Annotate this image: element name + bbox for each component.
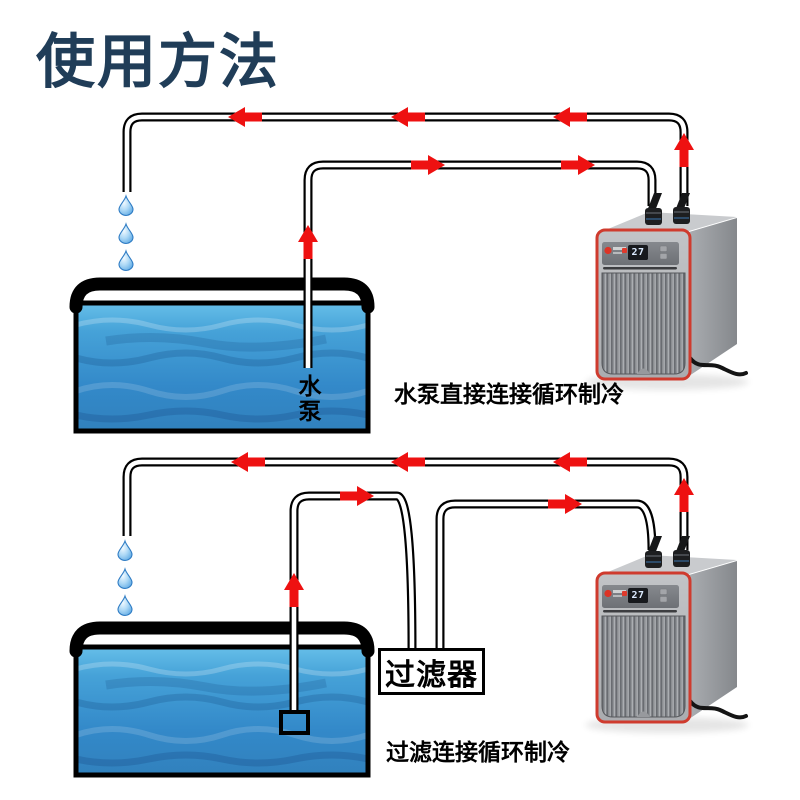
diagram2-caption: 过滤连接循环制冷: [386, 739, 570, 765]
page-title: 使用方法: [36, 29, 281, 95]
flow-arrow-left-icon: [228, 107, 262, 127]
pump-label: 水泵: [295, 374, 321, 424]
flow-arrow-right-icon: [411, 155, 445, 175]
water-drop-icon: [118, 195, 134, 216]
pipe-filter-to-chiller: [435, 499, 657, 649]
pipe-supply-top: [303, 160, 657, 368]
flow-arrow-up-icon: [674, 478, 694, 512]
flow-arrow-left-icon: [553, 107, 587, 127]
flow-arrow-right-icon: [548, 494, 582, 514]
flow-arrow-left-icon: [391, 452, 425, 472]
flow-arrow-right-icon: [561, 155, 595, 175]
water-chiller: [585, 193, 749, 390]
temperature-display: 27: [628, 589, 648, 603]
flow-arrow-left-icon: [553, 452, 587, 472]
flow-arrow-up-icon: [298, 225, 318, 259]
flow-arrow-left-icon: [391, 107, 425, 127]
filter-box: 过滤器: [378, 648, 485, 695]
water-drop-icon: [118, 223, 134, 244]
water-drop-icon: [117, 540, 133, 561]
flow-arrow-right-icon: [340, 486, 374, 506]
pump-intake-box: [279, 710, 310, 735]
flow-arrow-up-icon: [674, 133, 694, 167]
diagram1-caption: 水泵直接连接循环制冷: [394, 381, 624, 407]
temperature-display: 27: [628, 246, 648, 260]
flow-arrow-up-icon: [284, 573, 304, 607]
flow-arrow-left-icon: [231, 452, 265, 472]
water-drop-icon: [117, 595, 133, 616]
water-drop-icon: [118, 250, 134, 271]
pipe-tank-to-filter: [289, 491, 417, 712]
water-chiller: [585, 536, 749, 733]
filter-label: 过滤器: [385, 658, 478, 692]
water-drop-icon: [117, 568, 133, 589]
aquarium-tank: [76, 628, 368, 775]
